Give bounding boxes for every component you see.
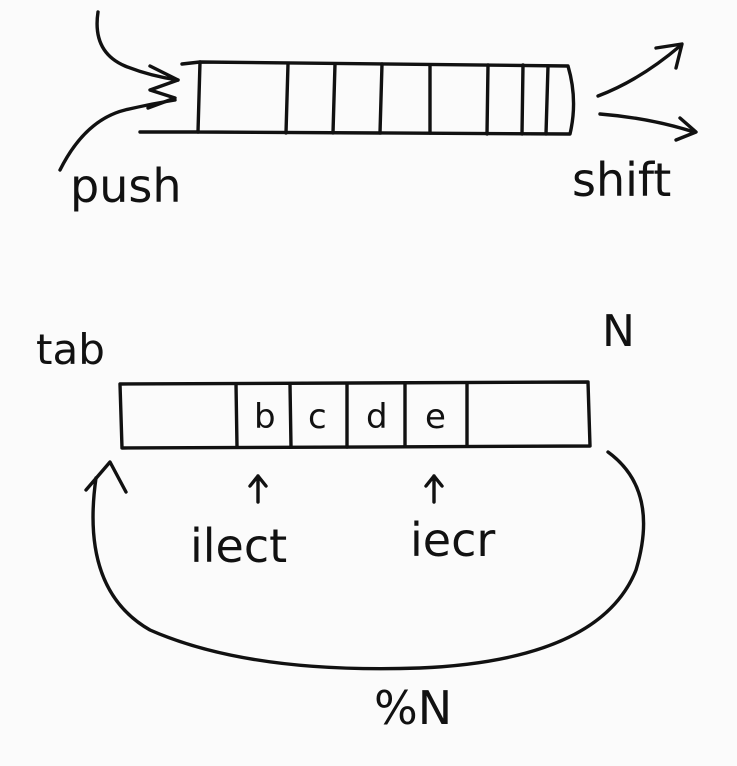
queue-divider xyxy=(520,63,525,136)
cell-b: b xyxy=(254,397,276,437)
write-pointer-arrow xyxy=(424,474,444,504)
wrap-around-arrow xyxy=(91,450,646,671)
push-arrow-lower xyxy=(58,98,177,172)
wrap-around-arrow-head xyxy=(84,460,128,494)
top-queue: push shift xyxy=(58,10,698,213)
queue-divider xyxy=(378,62,384,135)
shift-arrow-upper xyxy=(596,44,682,98)
cell-c: c xyxy=(308,397,327,437)
buffer-box xyxy=(118,380,592,450)
modulo-label: %N xyxy=(374,681,452,735)
queue-divider xyxy=(485,63,490,136)
read-pointer-label: ilect xyxy=(190,519,287,573)
circular-buffer: tab N b c d e ilect iecr %N xyxy=(36,306,646,735)
shift-arrow-lower xyxy=(598,112,696,134)
cell-e: e xyxy=(425,397,446,437)
buffer-divider xyxy=(288,382,293,449)
shift-arrow-upper-head xyxy=(654,42,684,70)
array-name-label: tab xyxy=(36,325,105,374)
shift-label: shift xyxy=(572,153,671,207)
read-pointer-arrow xyxy=(248,474,268,504)
queue-divider xyxy=(544,64,550,136)
size-label: N xyxy=(602,306,635,357)
write-pointer-label: iecr xyxy=(410,513,495,567)
queue-left-edge-top xyxy=(180,60,202,66)
push-label: push xyxy=(70,159,181,213)
shift-arrow-lower-head xyxy=(674,116,698,142)
cell-d: d xyxy=(366,397,388,437)
queue-box xyxy=(196,60,576,136)
queue-divider xyxy=(284,62,290,135)
queue-divider xyxy=(331,62,337,135)
push-arrow-upper xyxy=(95,10,180,82)
buffer-divider xyxy=(234,382,239,449)
